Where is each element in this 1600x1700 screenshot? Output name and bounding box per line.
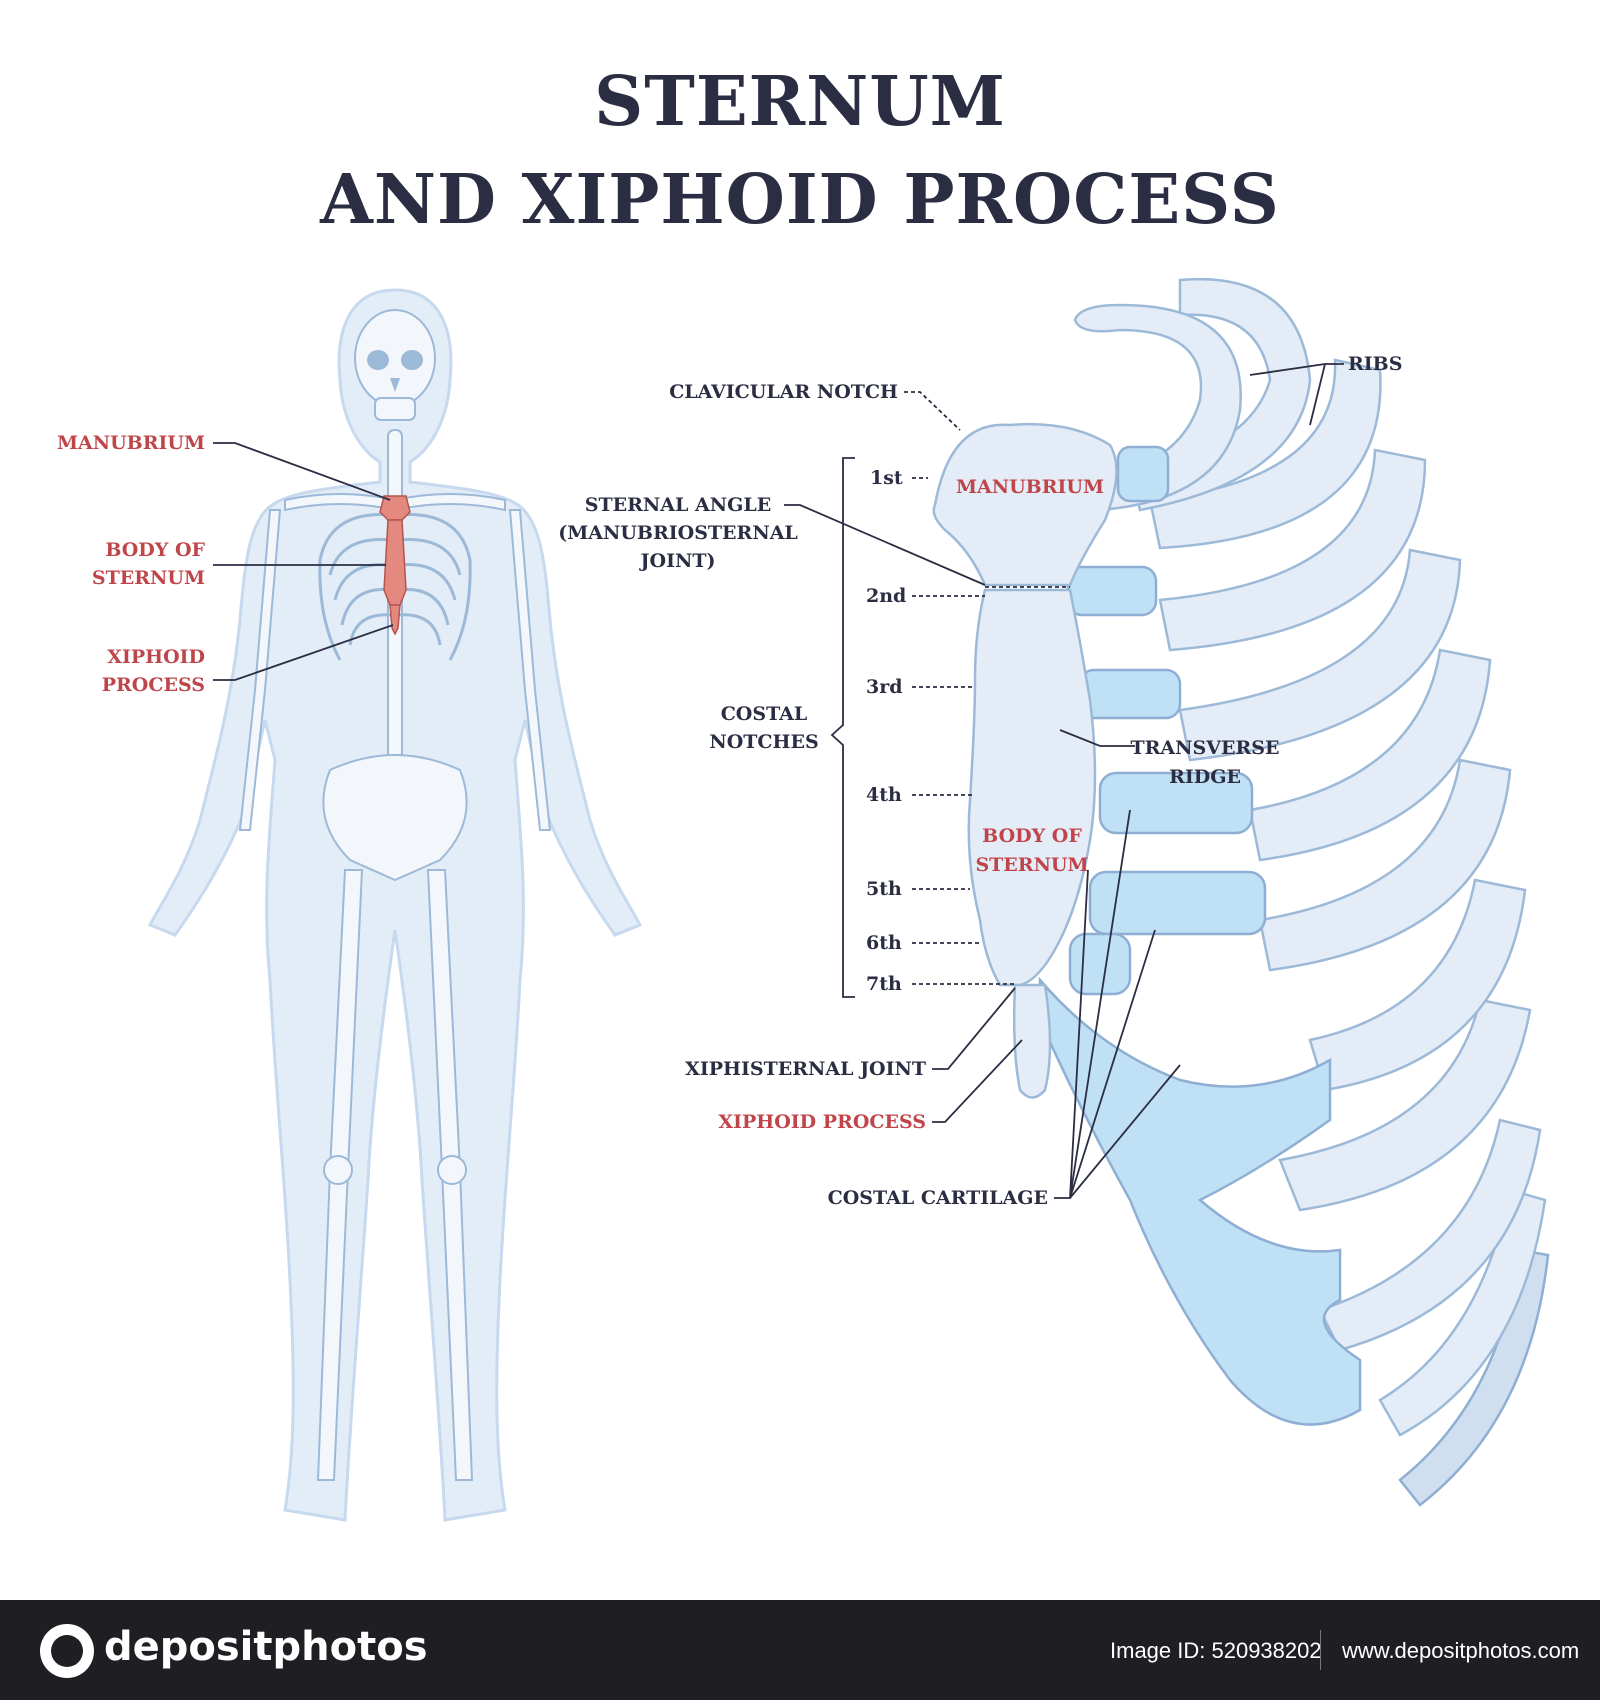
label-costal-notches-2: NOTCHES	[709, 731, 818, 753]
xiphoid-process-detail	[1012, 983, 1052, 1099]
sternum-body-small	[383, 519, 407, 606]
body-of-sternum-detail	[967, 588, 1097, 987]
rib-9	[1278, 998, 1532, 1212]
label-manubrium-right: MANUBRIUM	[956, 476, 1104, 498]
label-costal-notches-1: COSTAL	[721, 703, 808, 725]
costal-cartilage-1	[1116, 445, 1170, 503]
rib-7	[1258, 758, 1512, 972]
label-sternal-angle-2: (MANUBRIOSTERNAL	[558, 522, 798, 544]
left-arm-bones	[238, 509, 282, 831]
pelvis	[322, 754, 468, 882]
costal-cartilage-3	[1078, 668, 1182, 720]
notch-label-6: 6th	[866, 932, 902, 954]
leader-ribs	[1249, 363, 1344, 426]
site-url[interactable]: www.depositphotos.com	[1342, 1638, 1580, 1663]
jaw	[374, 397, 416, 421]
human-body-figure	[147, 288, 643, 1522]
label-body-of-sternum-left-2: STERNUM	[92, 567, 205, 589]
label-body-of-sternum-right-2: STERNUM	[975, 854, 1088, 876]
label-manubrium-left: MANUBRIUM	[57, 432, 205, 454]
manubrium-detail	[932, 422, 1118, 587]
label-ribs: RIBS	[1348, 353, 1402, 375]
title-line-2: AND XIPHOID PROCESS	[320, 160, 1280, 240]
label-transverse-ridge-2: RIDGE	[1169, 766, 1241, 788]
label-transverse-ridge-1: TRANSVERSE	[1131, 737, 1280, 759]
depositphotos-logo-icon	[40, 1624, 94, 1678]
label-clavicular-notch: CLAVICULAR NOTCH	[669, 381, 898, 403]
costal-notches-bracket	[830, 457, 855, 998]
leader-sternal-angle	[784, 504, 986, 586]
label-xiphoid-process-right: XIPHOID PROCESS	[718, 1111, 926, 1133]
sternum-manubrium-small	[379, 495, 411, 521]
label-xiphisternal-joint: XIPHISTERNAL JOINT	[685, 1058, 926, 1080]
label-body-of-sternum-left-1: BODY OF	[105, 539, 205, 561]
label-body-of-sternum-right-1: BODY OF	[982, 825, 1082, 847]
notch-label-3: 3rd	[866, 676, 903, 698]
rib-1	[1073, 303, 1242, 512]
brand-name: depositphotos	[104, 1624, 428, 1670]
right-arm-bones	[508, 509, 552, 831]
rib-cage-detail	[932, 277, 1550, 1507]
notch-label-2: 2nd	[866, 585, 906, 607]
rib-2	[1128, 277, 1312, 512]
label-xiphoid-left-1: XIPHOID	[107, 646, 205, 668]
leader-xiphoid-process-right	[932, 1039, 1023, 1123]
leader-clavicular-notch	[904, 391, 961, 431]
rib-11	[1378, 1188, 1547, 1437]
leader-xiphisternal-joint	[932, 987, 1016, 1070]
costal-cartilage-lower	[1038, 976, 1362, 1426]
notch-label-5: 5th	[866, 878, 902, 900]
leader-costal-cartilage	[1054, 809, 1181, 1199]
notch-label-1: 1st	[870, 467, 903, 489]
title-line-1: STERNUM	[594, 62, 1006, 142]
sternum-xiphoid-small	[389, 604, 401, 636]
leader-xiphoid-left	[213, 624, 394, 681]
leader-transverse-ridge	[1059, 729, 1135, 747]
image-id: Image ID: 520938202	[1110, 1638, 1322, 1663]
costal-cartilage-5	[1088, 870, 1267, 936]
costal-cartilage-4	[1098, 771, 1254, 835]
rib-5	[1178, 548, 1462, 762]
footer-separator	[1320, 1630, 1321, 1670]
right-knee	[437, 1155, 467, 1185]
label-costal-cartilage: COSTAL CARTILAGE	[828, 1187, 1048, 1209]
label-sternal-angle-3: JOINT)	[639, 550, 716, 572]
costal-cartilage-2	[1066, 565, 1158, 617]
label-xiphoid-left-2: PROCESS	[102, 674, 205, 696]
leader-manubrium-left	[213, 442, 391, 501]
costal-cartilage-6	[1068, 932, 1132, 996]
nose-cavity	[390, 378, 400, 392]
left-knee	[323, 1155, 353, 1185]
footer-bar: depositphotos Image ID: 520938202 www.de…	[0, 1600, 1600, 1700]
eye-socket-left	[367, 350, 389, 370]
rib-10	[1318, 1118, 1542, 1352]
rib-8	[1308, 878, 1527, 1092]
anatomy-figure: MANUBRIUM BODY OF STERNUM XIPHOID PROCES…	[57, 277, 1550, 1522]
notch-label-7: 7th	[866, 973, 902, 995]
rib-4	[1158, 448, 1427, 652]
rib-6	[1248, 648, 1492, 862]
notch-label-4: 4th	[866, 784, 902, 806]
label-sternal-angle-1: STERNAL ANGLE	[585, 494, 771, 516]
rib-3	[1148, 358, 1382, 550]
eye-socket-right	[401, 350, 423, 370]
